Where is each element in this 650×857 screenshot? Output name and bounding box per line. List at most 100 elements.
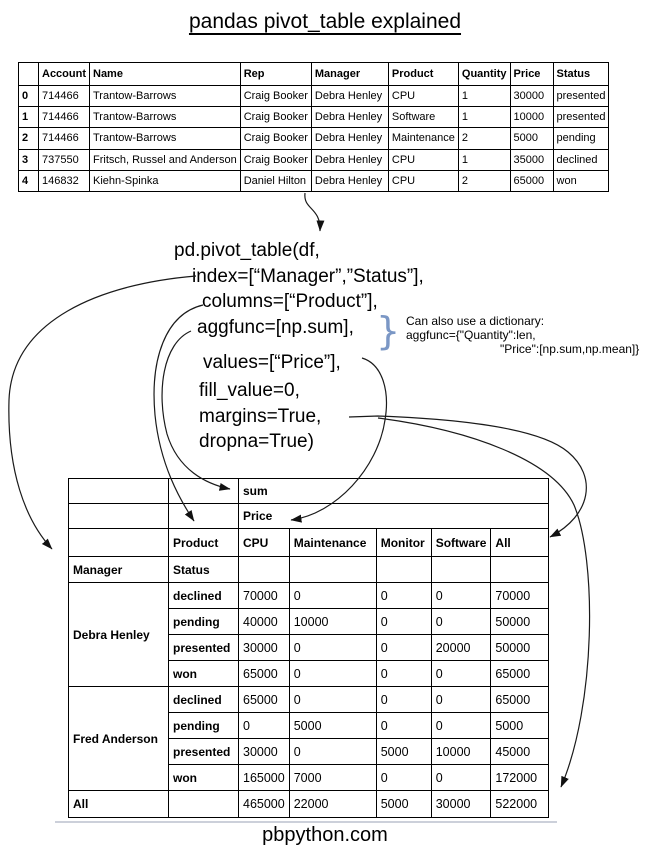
page-title: pandas pivot_table explained <box>188 10 462 33</box>
value-cell: 0 <box>375 764 432 791</box>
code-line-aggfunc: aggfunc=[np.sum], <box>197 317 354 338</box>
col-header-all: All <box>490 528 550 557</box>
value-cell: 50000 <box>490 608 550 635</box>
cell-status: pending <box>552 127 610 150</box>
status-label: declined <box>168 686 239 713</box>
row-index: 0 <box>18 84 39 108</box>
value-cell: 5000 <box>490 712 550 739</box>
code-line-margins: margins=True, <box>199 406 322 427</box>
value-cell: 0 <box>430 582 492 609</box>
footer-site: pbpython.com <box>262 824 388 846</box>
cell-status: won <box>552 169 610 193</box>
table-row: 0 714466 Trantow-Barrows Craig Booker De… <box>18 84 610 108</box>
value-cell: 172000 <box>490 764 550 791</box>
value-cell: 0 <box>430 686 492 713</box>
value-cell: 40000 <box>238 608 290 635</box>
value-cell: 522000 <box>490 790 550 818</box>
manager-axis-cell: Manager <box>68 556 169 583</box>
col-header-cpu: CPU <box>238 528 290 557</box>
code-line-index: index=[“Manager”,”Status”], <box>192 266 424 287</box>
empty-cell <box>238 556 290 583</box>
cell-quantity: 1 <box>457 84 511 108</box>
manager-group-label: Debra Henley <box>68 582 169 687</box>
cell-account: 714466 <box>38 127 90 150</box>
table-row: 3 737550 Fritsch, Russel and Anderson Cr… <box>18 148 610 171</box>
code-line-columns: columns=[“Product”], <box>202 291 378 312</box>
status-axis-cell: Status <box>168 556 239 583</box>
empty-cell <box>68 503 169 529</box>
cell-status: presented <box>552 84 610 108</box>
status-label: presented <box>168 738 239 765</box>
cell-rep: Daniel Hilton <box>239 169 312 193</box>
cell-product: Maintenance <box>387 127 459 150</box>
cell-rep: Craig Booker <box>239 148 312 171</box>
cell-status: declined <box>552 148 610 171</box>
cell-rep: Craig Booker <box>239 106 312 129</box>
cell-product: CPU <box>387 84 459 108</box>
empty-cell <box>288 556 377 583</box>
value-cell: 0 <box>238 712 290 739</box>
value-cell: 30000 <box>238 738 290 765</box>
col-header-index <box>18 62 39 86</box>
note-line: "Price":[np.sum,np.mean]} <box>500 342 640 356</box>
cell-price: 10000 <box>509 106 554 129</box>
value-cell: 22000 <box>288 790 377 818</box>
all-row-label: All <box>68 790 169 818</box>
value-cell: 65000 <box>238 686 290 713</box>
value-cell: 165000 <box>238 764 290 791</box>
value-cell: 0 <box>288 660 377 687</box>
empty-cell <box>68 478 169 504</box>
value-cell: 0 <box>375 608 432 635</box>
empty-cell <box>168 478 239 504</box>
empty-cell <box>490 556 550 583</box>
table-row: 1 714466 Trantow-Barrows Craig Booker De… <box>18 106 610 129</box>
cell-quantity: 2 <box>457 127 511 150</box>
pivot-row: Fred Anderson declined 65000 0 0 0 65000 <box>68 686 550 791</box>
cell-product: CPU <box>387 148 459 171</box>
agg-label-cell: sum <box>237 478 550 504</box>
pivot-agg-row: sum <box>68 478 550 504</box>
cell-name: Trantow-Barrows <box>89 127 241 150</box>
note-line: aggfunc={"Quantity":len, <box>406 328 536 342</box>
value-cell: 0 <box>375 582 432 609</box>
col-header-manager: Manager <box>310 62 389 86</box>
row-index: 1 <box>18 106 39 129</box>
footer-divider <box>55 821 557 823</box>
arrow-table-to-code <box>304 192 325 232</box>
row-index: 4 <box>18 169 39 193</box>
cell-price: 35000 <box>509 148 554 171</box>
cell-price: 65000 <box>509 169 554 193</box>
cell-rep: Craig Booker <box>239 84 312 108</box>
cell-account: 146832 <box>38 169 90 193</box>
cell-rep: Craig Booker <box>239 127 312 150</box>
empty-cell <box>375 556 432 583</box>
status-label: won <box>168 764 239 791</box>
value-cell: 0 <box>375 686 432 713</box>
note-line: Can also use a dictionary: <box>406 314 545 328</box>
pivot-all-row: All 465000 22000 5000 30000 522000 <box>68 790 550 818</box>
code-line-pivot-call: pd.pivot_table(df, <box>174 240 320 261</box>
row-index: 3 <box>18 148 39 171</box>
cell-price: 5000 <box>509 127 554 150</box>
pivot-value-row: Price <box>68 503 550 529</box>
cell-account: 714466 <box>38 84 90 108</box>
value-cell: 7000 <box>288 764 377 791</box>
status-label: pending <box>168 608 239 635</box>
status-label: pending <box>168 712 239 739</box>
value-cell: 5000 <box>288 712 377 739</box>
status-label: declined <box>168 582 239 609</box>
cell-manager: Debra Henley <box>310 148 389 171</box>
value-cell: 0 <box>430 712 492 739</box>
empty-cell <box>168 503 239 529</box>
status-label: presented <box>168 634 239 661</box>
value-cell: 65000 <box>490 660 550 687</box>
brace-icon: } <box>376 309 401 353</box>
value-cell: 0 <box>430 608 492 635</box>
empty-cell <box>430 556 492 583</box>
table-row: 4 146832 Kiehn-Spinka Daniel Hilton Debr… <box>18 169 610 193</box>
code-line-dropna: dropna=True) <box>199 431 314 452</box>
cell-product: Software <box>387 106 459 129</box>
cell-account: 737550 <box>38 148 90 171</box>
cell-account: 714466 <box>38 106 90 129</box>
cell-price: 30000 <box>509 84 554 108</box>
